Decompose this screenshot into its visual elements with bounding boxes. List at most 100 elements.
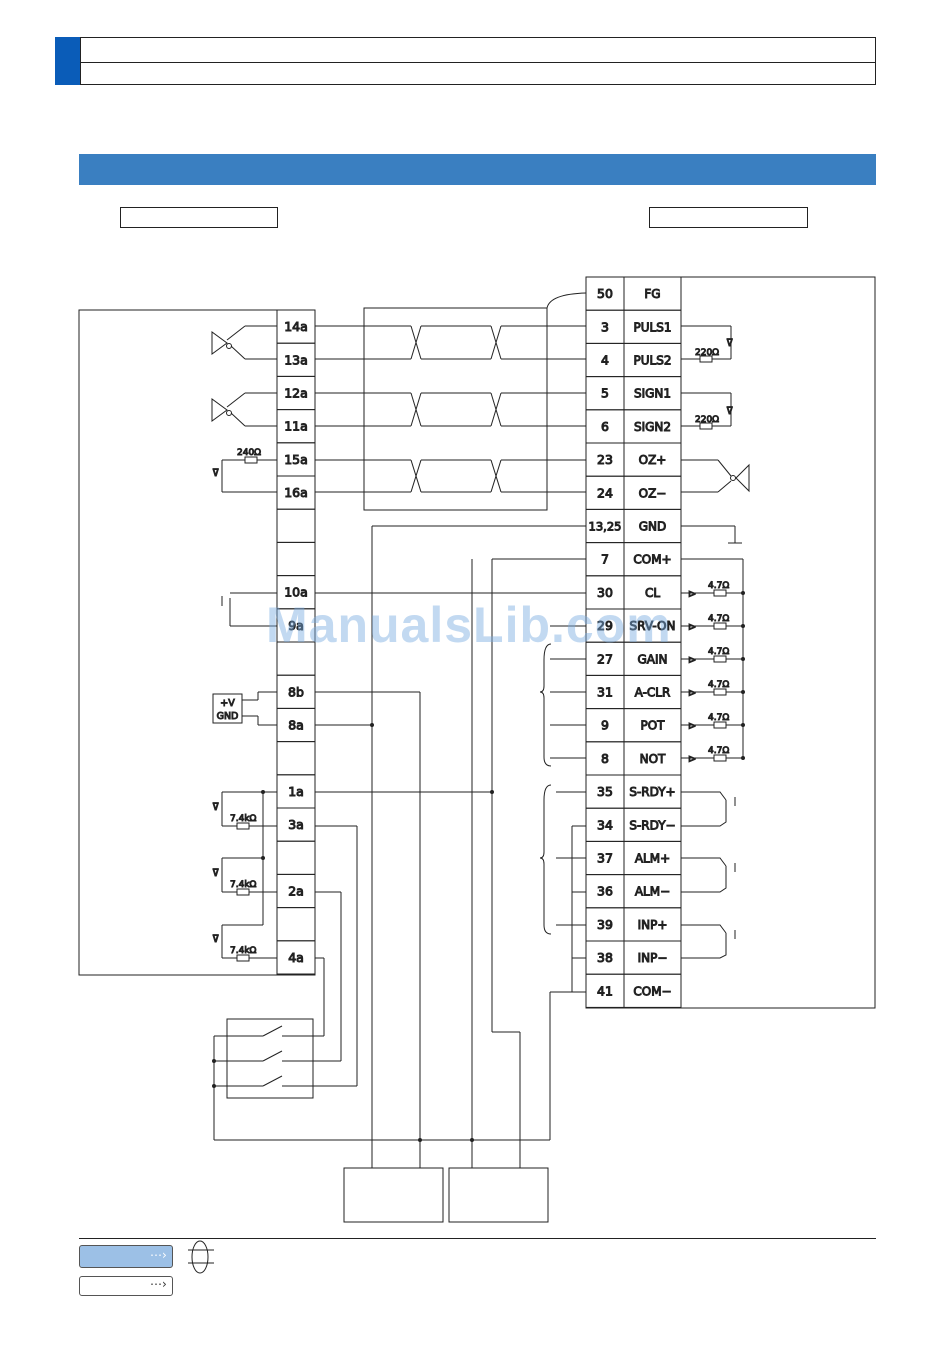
resistor-label: 4.7Ω [708, 581, 729, 591]
right-pin-number: 31 [597, 685, 613, 700]
right-signal-cell [623, 973, 682, 1008]
left-pin-cell [276, 940, 316, 975]
left-pin-cell [276, 541, 316, 577]
right-pin-number: 41 [597, 983, 613, 998]
right-pin-number: 7 [601, 552, 609, 567]
legend-box-filled [79, 1245, 173, 1268]
power-plus-label: +V [220, 698, 235, 709]
led-icon: ⊳ [688, 655, 696, 666]
switch-box [226, 1018, 314, 1099]
right-pin-number: 9 [601, 718, 609, 733]
left-pin-label: 1a [288, 784, 304, 799]
right-signal-name: POT [640, 719, 665, 733]
led-icon: ⊽ [212, 868, 219, 879]
left-pin-label: 2a [288, 884, 304, 899]
resistor-label: 4.7Ω [708, 680, 729, 690]
right-signal-name: NOT [640, 752, 666, 766]
left-pin-cell [276, 840, 316, 875]
resistor-label: 7.4kΩ [230, 814, 257, 824]
right-signal-name: FG [644, 287, 660, 301]
resistor-label: 4.7Ω [708, 746, 729, 756]
right-pin-number: 34 [597, 817, 613, 832]
power-supply-box-2 [448, 1167, 549, 1223]
left-pin-cell [276, 508, 316, 543]
resistor-label: 240Ω [237, 448, 261, 458]
right-signal-name: SRV-ON [630, 619, 676, 633]
right-pin-number: 35 [597, 784, 613, 799]
right-pin-number: 23 [597, 452, 613, 467]
left-pin-label: 4a [288, 950, 304, 965]
right-signal-name: OZ− [639, 486, 667, 500]
right-signal-name: PULS2 [634, 354, 672, 368]
right-pin-number: 37 [597, 851, 613, 866]
right-signal-name: PULS1 [634, 320, 672, 334]
footer-rule [79, 1238, 876, 1239]
right-pin-number: 5 [601, 386, 609, 401]
legend-arrow-empty-icon: ⋯› [150, 1277, 167, 1291]
driver-label-box [649, 207, 808, 228]
left-pin-cell [276, 641, 316, 676]
left-pin-label: 13a [284, 352, 308, 367]
led-icon: ⊽ [212, 802, 219, 813]
left-pin-label: 11a [284, 419, 308, 434]
right-pin-number: 4 [601, 353, 609, 368]
right-signal-name: ALM+ [635, 852, 670, 866]
left-pin-cell [276, 741, 316, 776]
right-pin-number: 36 [597, 884, 613, 899]
left-pin-label: 15a [284, 452, 308, 467]
power-block [212, 693, 243, 724]
right-signal-name: GND [639, 520, 667, 534]
right-signal-name: COM+ [633, 553, 671, 567]
led-icon: ⊳ [688, 688, 696, 699]
legend-box-empty [79, 1276, 173, 1296]
left-pin-cell [276, 907, 316, 942]
right-signal-name: INP− [638, 951, 668, 965]
right-signal-name: GAIN [637, 652, 667, 666]
right-signal-name: A-CLR [635, 686, 671, 700]
led-icon: ⊽ [726, 406, 733, 417]
right-pin-number: 30 [597, 585, 613, 600]
right-pin-number: 8 [601, 751, 609, 766]
led-icon: ⊳ [688, 622, 696, 633]
right-pin-number: 27 [597, 651, 613, 666]
right-signal-name: SIGN2 [634, 420, 671, 434]
led-icon: ⊳ [688, 754, 696, 765]
right-pin-number: 6 [601, 419, 609, 434]
right-pin-number: 39 [597, 917, 613, 932]
right-signal-name: INP+ [638, 918, 668, 932]
led-icon: ⊳ [688, 589, 696, 600]
led-icon: ⊽ [212, 468, 219, 479]
right-signal-name: S-RDY− [629, 818, 675, 832]
resistor-label: 4.7Ω [708, 713, 729, 723]
controller-label-box [120, 207, 278, 228]
resistor-label: 7.4kΩ [230, 946, 257, 956]
resistor-label: 220Ω [695, 415, 719, 425]
right-pin-number: 38 [597, 950, 613, 965]
right-pin-number: 13,25 [589, 520, 622, 534]
right-signal-name: CL [645, 586, 660, 600]
power-supply-box-1 [343, 1167, 444, 1223]
left-pin-label: 8a [288, 718, 304, 733]
left-pin-label: 9a [288, 618, 304, 633]
led-icon: ⊳ [688, 721, 696, 732]
left-pin-label: 10a [284, 585, 308, 600]
resistor-label: 4.7Ω [708, 647, 729, 657]
header-accent [55, 37, 80, 85]
right-pin-number: 29 [597, 618, 613, 633]
shield-box [363, 307, 548, 511]
left-pin-label: 16a [284, 485, 308, 500]
power-gnd-label: GND [217, 711, 239, 722]
section-title-band [79, 154, 876, 185]
resistor-label: 7.4kΩ [230, 880, 257, 890]
left-pin-label: 14a [284, 319, 308, 334]
right-signal-name: S-RDY+ [629, 785, 675, 799]
left-pin-label: 8b [288, 684, 304, 699]
signal-wires [188, 325, 750, 1274]
right-pin-number: 3 [601, 319, 609, 334]
led-icon: ⊽ [212, 934, 219, 945]
header-row-bottom [80, 62, 876, 85]
legend-arrow-filled-icon: ⋯› [150, 1248, 167, 1262]
right-signal-name: ALM− [635, 885, 670, 899]
left-pin-label: 3a [288, 817, 304, 832]
